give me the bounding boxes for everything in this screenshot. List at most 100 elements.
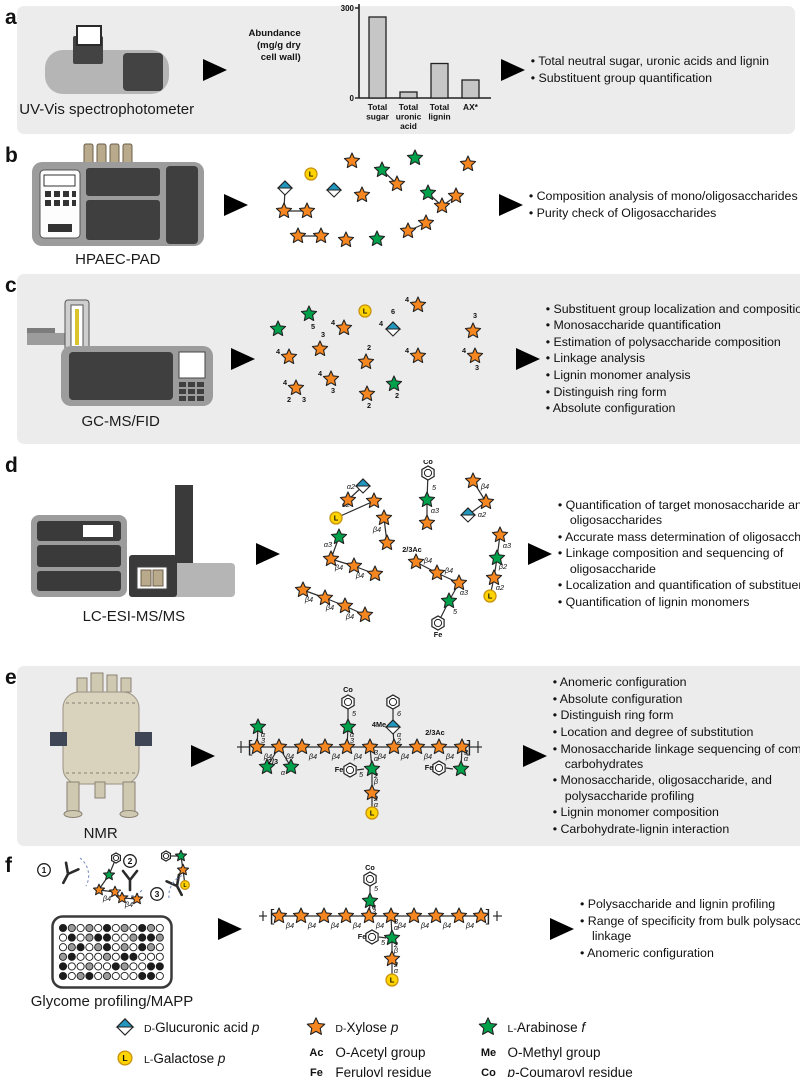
gc-ms-fid-icon xyxy=(27,299,214,406)
svg-text:L: L xyxy=(362,307,367,316)
instrument-hpaec-pad: HPAEC-PAD xyxy=(18,142,218,268)
svg-text:4: 4 xyxy=(318,369,323,378)
bullet-item: Range of specificity from bulk polysacch… xyxy=(580,914,800,944)
svg-text:β4: β4 xyxy=(101,894,110,903)
instrument-label: NMR xyxy=(83,824,118,842)
svg-text:β4: β4 xyxy=(445,752,454,761)
svg-text:300: 300 xyxy=(340,4,354,13)
svg-text:4: 4 xyxy=(283,378,288,387)
svg-text:5: 5 xyxy=(432,483,437,492)
capability-list-f: Polysaccharide and lignin profilingRange… xyxy=(580,896,800,963)
bullet-item: Purity check of Oligosaccharides xyxy=(529,206,800,221)
panel-letter-d: d xyxy=(5,454,18,477)
svg-text:2: 2 xyxy=(395,391,399,400)
svg-text:α2: α2 xyxy=(478,510,486,519)
svg-text:2: 2 xyxy=(367,343,371,352)
legend-item: L-Arabinose f xyxy=(475,1014,632,1040)
svg-text:uronic: uronic xyxy=(395,112,421,122)
bullet-item: Location and degree of substitution xyxy=(553,725,800,740)
instrument-label: UV-Vis spectrophotometer xyxy=(19,100,195,118)
svg-text:2/3Ac: 2/3Ac xyxy=(425,728,444,737)
svg-text:4: 4 xyxy=(405,295,410,304)
svg-text:β4: β4 xyxy=(304,595,313,604)
svg-text:[: [ xyxy=(270,906,275,925)
svg-text:α: α xyxy=(464,754,469,763)
monosaccharide-scatter-graphic: L xyxy=(275,149,476,248)
svg-text:Fe: Fe xyxy=(434,630,443,639)
legend-label: D-Xylose p xyxy=(335,1019,399,1035)
svg-text:1: 1 xyxy=(41,865,46,875)
panel-e: e xyxy=(0,666,800,846)
svg-text:β: β xyxy=(373,777,378,786)
svg-text:3: 3 xyxy=(464,748,468,757)
flow-arrow xyxy=(255,543,280,565)
svg-text:6: 6 xyxy=(391,307,395,316)
svg-text:β4: β4 xyxy=(355,571,364,580)
svg-text:2/3Ac: 2/3Ac xyxy=(402,545,421,554)
panel-c: c GC-MS/FID xyxy=(0,274,800,444)
flow-arrow xyxy=(190,745,215,767)
svg-text:L: L xyxy=(309,170,314,179)
svg-text:3: 3 xyxy=(372,907,376,916)
svg-text:L: L xyxy=(488,592,493,601)
panel-letter-a: a xyxy=(5,6,17,29)
svg-text:β4: β4 xyxy=(325,603,334,612)
instrument-gc-ms-fid: GC-MS/FID xyxy=(17,288,225,430)
panel-a-box: UV-Vis spectrophotometer Abundance(mg/g … xyxy=(16,4,795,134)
svg-text:α3: α3 xyxy=(431,506,439,515)
svg-text:0: 0 xyxy=(349,94,354,103)
microtiter-plate-icon xyxy=(51,915,173,989)
bullet-item: Composition analysis of mono/oligosaccha… xyxy=(529,189,800,204)
svg-text:3: 3 xyxy=(374,748,378,757)
flow-arrow xyxy=(202,59,227,81)
svg-text:β4: β4 xyxy=(353,752,362,761)
legend-label: O-Methyl group xyxy=(507,1045,601,1060)
legend: D-Glucuronic acid pLL-Galactose pLignin … xyxy=(0,1014,800,1077)
svg-text:β4: β4 xyxy=(423,752,432,761)
svg-text:3: 3 xyxy=(261,736,265,745)
svg-text:β: β xyxy=(393,946,398,955)
svg-text:L: L xyxy=(369,809,374,818)
svg-text:α: α xyxy=(261,730,266,739)
svg-text:Total: Total xyxy=(367,102,386,112)
svg-text:β4: β4 xyxy=(334,563,343,572)
flow-arrow xyxy=(522,745,547,767)
svg-text:2: 2 xyxy=(287,395,291,404)
svg-text:3: 3 xyxy=(321,330,325,339)
flow-arrow xyxy=(500,59,525,81)
svg-text:β4: β4 xyxy=(123,900,132,909)
bullet-item: Localization and quantification of subst… xyxy=(558,578,800,593)
legend-item: D-Glucuronic acid p xyxy=(112,1014,259,1040)
svg-text:α3: α3 xyxy=(503,541,511,550)
svg-text:4: 4 xyxy=(462,346,467,355)
instrument-uv-vis: UV-Vis spectrophotometer xyxy=(17,22,197,118)
svg-text:]: ] xyxy=(486,906,491,925)
instrument-label: HPAEC-PAD xyxy=(75,250,161,268)
svg-text:Total: Total xyxy=(398,102,417,112)
l-galactose-icon: L xyxy=(117,1050,133,1066)
flow-arrow xyxy=(218,918,242,940)
svg-text:α: α xyxy=(374,800,379,809)
bullet-item: Quantification of target monosaccharide … xyxy=(558,498,800,528)
svg-text:L: L xyxy=(183,883,187,889)
svg-text:β4: β4 xyxy=(352,921,361,930)
svg-text:β4: β4 xyxy=(330,921,339,930)
svg-text:4: 4 xyxy=(276,347,281,356)
bullet-item: Accurate mass determination of oligosacc… xyxy=(558,530,800,545)
svg-text:5: 5 xyxy=(453,607,458,616)
svg-text:α3: α3 xyxy=(324,540,332,549)
bullet-item: Lignin monomer analysis xyxy=(546,368,800,383)
svg-text:3: 3 xyxy=(302,395,306,404)
panel-letter-e: e xyxy=(5,666,17,689)
capability-list-e: Anomeric configurationAbsolute configura… xyxy=(553,674,800,839)
